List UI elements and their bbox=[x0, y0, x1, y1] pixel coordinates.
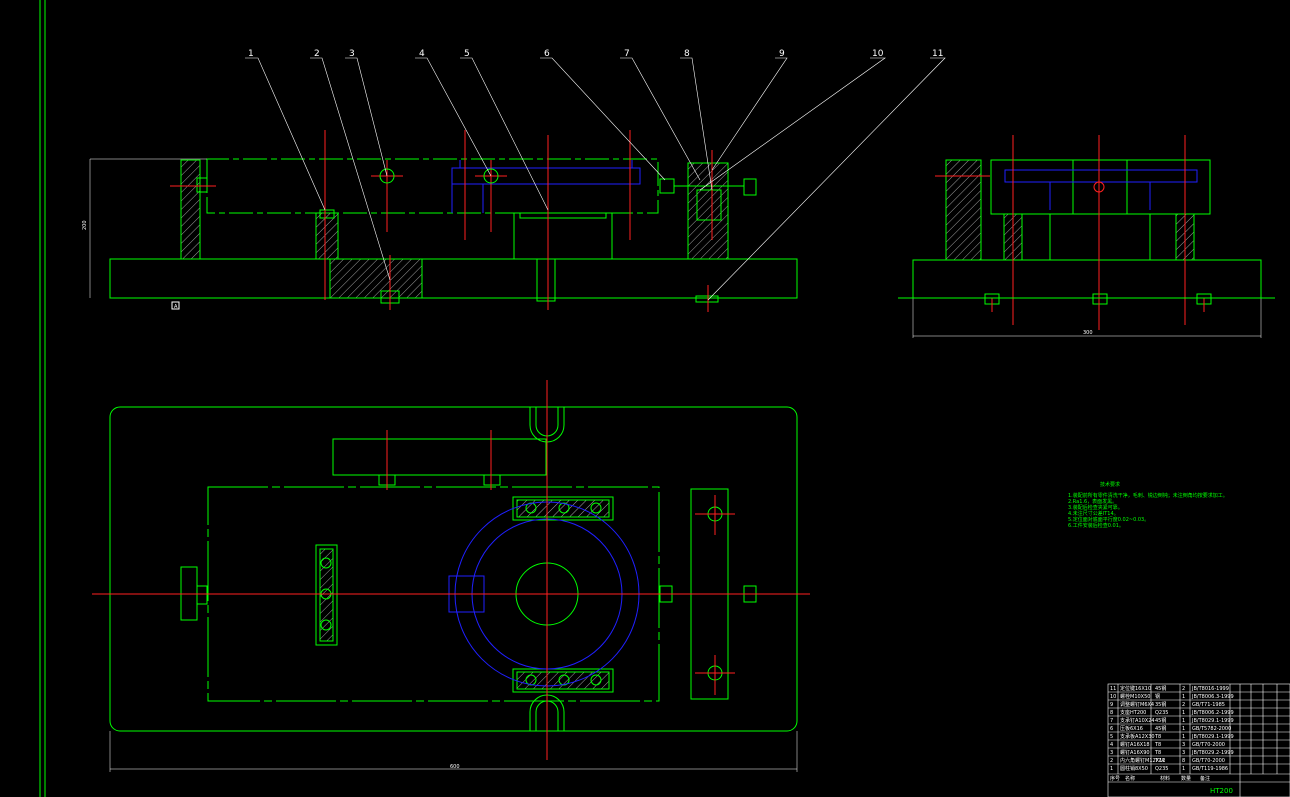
parts-cell-name: 定位键16X10 bbox=[1120, 685, 1151, 692]
parts-cell-qty: 1 bbox=[1182, 710, 1185, 716]
side-view bbox=[912, 159, 1262, 338]
parts-cell-no: 3 bbox=[1110, 750, 1113, 756]
parts-cell-material: 45钢 bbox=[1155, 717, 1166, 724]
front-view-hidden bbox=[451, 160, 641, 213]
parts-cell-std: JB/T8006.3-1999 bbox=[1191, 694, 1234, 700]
parts-cell-material: T8 bbox=[1154, 742, 1161, 748]
parts-cell-material: 35钢 bbox=[1155, 701, 1166, 708]
parts-cell-name: 圆柱销8X50 bbox=[1120, 765, 1148, 772]
parts-cell-material: 钢 bbox=[1155, 693, 1160, 700]
dim-side-width: 300 bbox=[1083, 330, 1093, 336]
parts-cell-material: T8 bbox=[1154, 734, 1161, 740]
parts-cell-name: 支座HT200 bbox=[1120, 709, 1146, 716]
parts-cell-std: GB/T71-1985 bbox=[1192, 702, 1225, 708]
parts-cell-qty: 1 bbox=[1182, 726, 1185, 732]
balloon-6: 6 bbox=[544, 49, 550, 59]
drawing-frame bbox=[39, 0, 46, 797]
parts-cell-qty: 1 bbox=[1182, 694, 1185, 700]
parts-cell-qty: 2 bbox=[1182, 686, 1185, 692]
parts-cell-material: T7A bbox=[1154, 758, 1165, 764]
parts-list-grid bbox=[1107, 683, 1290, 797]
parts-cell-material: 45钢 bbox=[1155, 725, 1166, 732]
parts-cell-material: 45钢 bbox=[1155, 685, 1166, 692]
tech-note-line: 1.装配前所有零件清洗干净，毛刺、锐边倒钝；未注倒角均按要求加工。 bbox=[1068, 492, 1228, 499]
balloon-8: 8 bbox=[684, 49, 690, 59]
parts-cell-name: 内六角螺钉M12X12 bbox=[1120, 757, 1165, 764]
parts-cell-std: JB/T8016-1999 bbox=[1191, 686, 1229, 692]
parts-cell-name: 压板6X16 bbox=[1120, 725, 1143, 732]
parts-cell-std: GB/T5782-2000 bbox=[1192, 726, 1231, 732]
front-view-centerlines bbox=[170, 130, 713, 312]
balloon-numbers: 1 2 3 4 5 6 7 8 9 10 11 bbox=[248, 49, 943, 59]
dim-plan-width: 600 bbox=[450, 764, 460, 770]
title-block-material: HT200 bbox=[1210, 787, 1233, 795]
parts-cell-name: 支承钉A10X24 bbox=[1120, 717, 1155, 724]
parts-cell-std: JB/T8006.2-1999 bbox=[1191, 710, 1234, 716]
balloon-10: 10 bbox=[872, 49, 884, 59]
header-remark: 备注 bbox=[1200, 775, 1210, 782]
leader-lines bbox=[245, 57, 946, 301]
balloon-1: 1 bbox=[248, 49, 254, 59]
tech-note-line: 6.工件安装后检查0.01。 bbox=[1068, 522, 1124, 529]
balloon-5: 5 bbox=[464, 49, 470, 59]
parts-cell-std: JB/T8029.1-1999 bbox=[1191, 734, 1234, 740]
balloon-4: 4 bbox=[419, 49, 425, 59]
parts-cell-std: GB/T119-1986 bbox=[1192, 766, 1228, 772]
tech-note-line: 2.Ra1.6，表面发黑。 bbox=[1068, 498, 1117, 505]
balloon-7: 7 bbox=[624, 49, 630, 59]
header-no: 序号 bbox=[1110, 775, 1120, 782]
front-view bbox=[89, 158, 798, 310]
parts-cell-material: T8 bbox=[1154, 750, 1161, 756]
parts-cell-material: Q235 bbox=[1155, 766, 1168, 772]
header-qty: 数量 bbox=[1181, 775, 1191, 782]
parts-cell-std: JB/T8029.2-1999 bbox=[1191, 750, 1234, 756]
balloon-3: 3 bbox=[349, 49, 355, 59]
parts-cell-qty: 1 bbox=[1182, 766, 1185, 772]
parts-cell-qty: 1 bbox=[1182, 734, 1185, 740]
parts-cell-no: 11 bbox=[1110, 686, 1116, 692]
tech-note-line: 5.定位面对底面平行度0.02~0.03。 bbox=[1068, 516, 1149, 523]
balloon-9: 9 bbox=[779, 49, 785, 59]
balloon-11: 11 bbox=[932, 49, 943, 59]
plan-view bbox=[109, 406, 798, 772]
parts-cell-material: Q235 bbox=[1155, 710, 1168, 716]
tech-note-line: 3.装配后检查夹紧可靠。 bbox=[1068, 504, 1123, 511]
tech-notes-heading: 技术要求 bbox=[1100, 481, 1120, 488]
parts-cell-name: 螺钉A16X18 bbox=[1120, 741, 1150, 748]
parts-cell-no: 8 bbox=[1110, 710, 1113, 716]
parts-cell-name: 调整螺钉M6X4 bbox=[1120, 701, 1154, 708]
parts-cell-name: 螺钉A16X90 bbox=[1120, 749, 1150, 756]
parts-cell-name: 支承板A12X30 bbox=[1120, 733, 1155, 740]
datum-label: A bbox=[174, 304, 178, 310]
parts-cell-no: 6 bbox=[1110, 726, 1113, 732]
parts-list-header: 序号 名称 材料 数量 备注 bbox=[1110, 775, 1210, 782]
parts-cell-no: 5 bbox=[1110, 734, 1113, 740]
parts-cell-std: JB/T8029.1-1999 bbox=[1191, 718, 1234, 724]
parts-cell-qty: 1 bbox=[1182, 718, 1185, 724]
parts-cell-no: 9 bbox=[1110, 702, 1113, 708]
tech-note-line: 4.未注尺寸公差IT14。 bbox=[1068, 510, 1119, 517]
parts-cell-no: 10 bbox=[1110, 694, 1116, 700]
parts-cell-qty: 2 bbox=[1182, 702, 1185, 708]
parts-cell-no: 1 bbox=[1110, 766, 1113, 772]
tech-notes: 技术要求 1.装配前所有零件清洗干净，毛刺、锐边倒钝；未注倒角均按要求加工。 2… bbox=[1068, 481, 1228, 529]
plan-view-centerlines bbox=[92, 380, 810, 760]
balloon-2: 2 bbox=[314, 49, 320, 59]
parts-cell-qty: 3 bbox=[1182, 742, 1185, 748]
header-material: 材料 bbox=[1160, 775, 1170, 782]
parts-cell-qty: 8 bbox=[1182, 758, 1185, 764]
dim-front-height: 200 bbox=[82, 220, 88, 230]
parts-cell-qty: 3 bbox=[1182, 750, 1185, 756]
header-name: 名称 bbox=[1125, 775, 1135, 782]
parts-cell-no: 4 bbox=[1110, 742, 1113, 748]
parts-cell-no: 7 bbox=[1110, 718, 1113, 724]
parts-cell-name: 螺栓M10X50 bbox=[1120, 693, 1150, 700]
parts-cell-std: GB/T70-2000 bbox=[1192, 742, 1225, 748]
parts-cell-no: 2 bbox=[1110, 758, 1113, 764]
side-view-hidden bbox=[1004, 169, 1198, 210]
parts-cell-std: GB/T70-2000 bbox=[1192, 758, 1225, 764]
